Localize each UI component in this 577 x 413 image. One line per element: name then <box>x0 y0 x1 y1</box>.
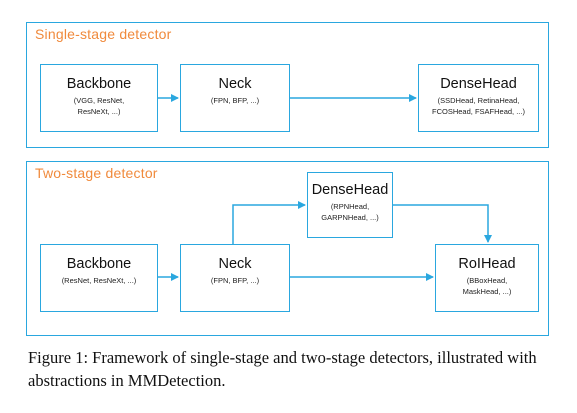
two-neck-sub: (FPN, BFP, ...) <box>210 276 260 285</box>
two-roihead-sub: (BBoxHead, MaskHead, ...) <box>462 276 512 296</box>
single-backbone-box: Backbone (VGG, ResNet, ResNeXt, ...) <box>40 64 158 132</box>
figure-caption: Figure 1: Framework of single-stage and … <box>28 348 537 390</box>
two-neck-title: Neck <box>218 256 252 272</box>
two-neck-box: Neck (FPN, BFP, ...) <box>180 244 290 312</box>
single-backbone-title: Backbone <box>66 76 132 92</box>
two-backbone-box: Backbone (ResNet, ResNeXt, ...) <box>40 244 158 312</box>
two-densehead-sub: (RPNHead, GARPNHead, ...) <box>321 202 379 222</box>
arrow-densehead-to-roihead <box>393 204 492 243</box>
two-stage-title: Two-stage detector <box>35 165 158 181</box>
single-backbone-sub: (VGG, ResNet, ResNeXt, ...) <box>73 96 125 116</box>
two-roihead-title: RoIHead <box>458 256 516 272</box>
two-densehead-box: DenseHead (RPNHead, GARPNHead, ...) <box>307 172 393 238</box>
single-densehead-box: DenseHead (SSDHead, RetinaHead, FCOSHead… <box>418 64 539 132</box>
single-neck-title: Neck <box>218 76 252 92</box>
single-densehead-sub: (SSDHead, RetinaHead, FCOSHead, FSAFHead… <box>432 96 525 116</box>
single-neck-box: Neck (FPN, BFP, ...) <box>180 64 290 132</box>
two-densehead-title: DenseHead <box>311 182 389 198</box>
arrow-neck-to-densehead-two <box>232 201 306 244</box>
single-stage-title: Single-stage detector <box>35 26 172 42</box>
single-densehead-title: DenseHead <box>440 76 517 92</box>
two-stage-panel: Two-stage detector <box>26 161 549 336</box>
single-neck-sub: (FPN, BFP, ...) <box>210 96 260 105</box>
single-stage-panel: Single-stage detector <box>26 22 549 148</box>
two-backbone-title: Backbone <box>66 256 132 272</box>
two-roihead-box: RoIHead (BBoxHead, MaskHead, ...) <box>435 244 539 312</box>
two-backbone-sub: (ResNet, ResNeXt, ...) <box>61 276 137 285</box>
